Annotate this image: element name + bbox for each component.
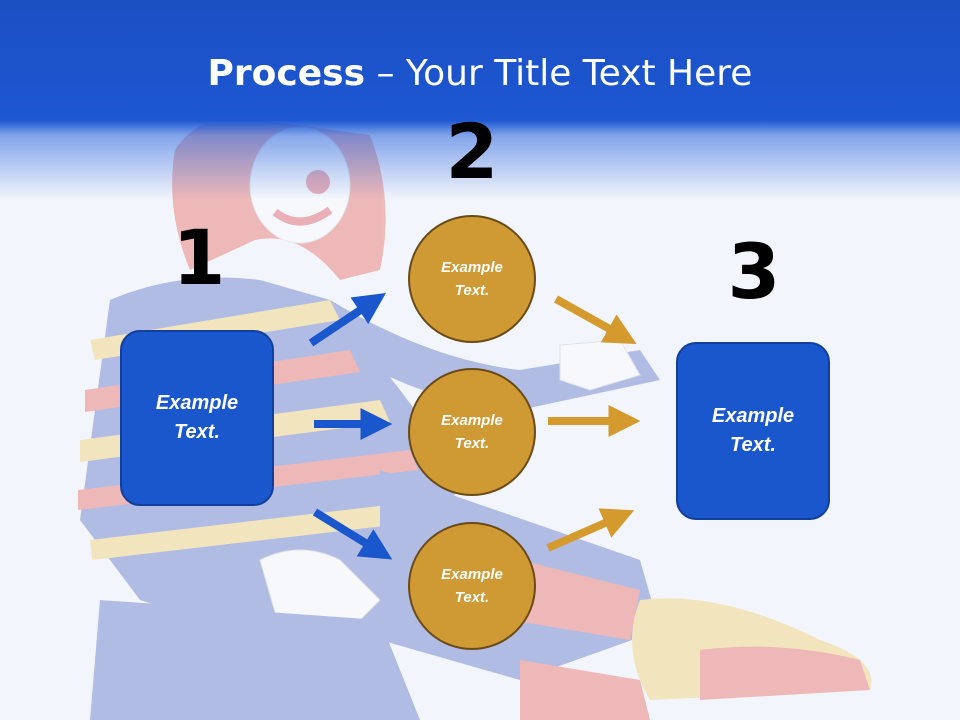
- left-process-box[interactable]: Example Text.: [120, 330, 274, 506]
- left-box-text: Example Text.: [155, 392, 239, 443]
- top-circle-text: Example Text.: [441, 259, 503, 299]
- title-bold: Process: [207, 53, 366, 94]
- middle-circle-text: Example Text.: [441, 412, 503, 452]
- bottom-process-circle[interactable]: Example Text.: [408, 522, 536, 650]
- title-rest: – Your Title Text Here: [365, 53, 753, 94]
- step-number-3: 3: [727, 227, 781, 316]
- header-band: [0, 0, 960, 200]
- right-box-text: Example Text.: [711, 405, 795, 456]
- step-number-1: 1: [172, 213, 226, 302]
- slide-title: Process – Your Title Text Here: [0, 52, 960, 96]
- middle-process-circle[interactable]: Example Text.: [408, 368, 536, 496]
- right-process-box[interactable]: Example Text.: [676, 342, 830, 520]
- top-process-circle[interactable]: Example Text.: [408, 215, 536, 343]
- bottom-circle-text: Example Text.: [441, 566, 503, 606]
- step-number-2: 2: [445, 107, 499, 196]
